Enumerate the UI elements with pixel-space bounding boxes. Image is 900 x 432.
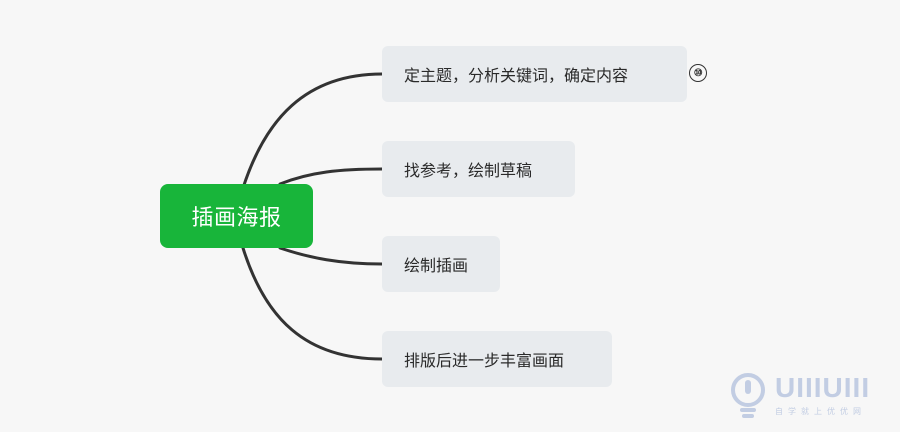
branch-node-2[interactable]: 找参考，绘制草稿 [382, 141, 575, 197]
branch-node-4[interactable]: 排版后进一步丰富画面 [382, 331, 612, 387]
branch-node-label: 排版后进一步丰富画面 [404, 351, 565, 370]
watermark-logo-text: UIIIUIII [775, 372, 871, 403]
watermark-subtext: 自学就上优优网 [775, 407, 866, 416]
mindmap-root-node[interactable]: 插画海报 [160, 184, 313, 248]
branch-node-label: 绘制插画 [404, 256, 469, 275]
branch-node-1[interactable]: 定主题，分析关键词，确定内容 [382, 46, 687, 102]
branch-node-label: 定主题，分析关键词，确定内容 [404, 66, 629, 85]
branch-node-3[interactable]: 绘制插画 [382, 236, 500, 292]
connector-branch-4 [241, 246, 384, 361]
connector-branch-1 [241, 72, 384, 190]
number-badge-icon: ⑩ [689, 64, 707, 82]
root-node-label: 插画海报 [191, 206, 282, 231]
watermark-lightbulb-icon [731, 373, 765, 418]
connector-branch-2 [278, 167, 384, 186]
connector-branch-3 [278, 246, 384, 266]
branch-node-label: 找参考，绘制草稿 [404, 161, 533, 180]
